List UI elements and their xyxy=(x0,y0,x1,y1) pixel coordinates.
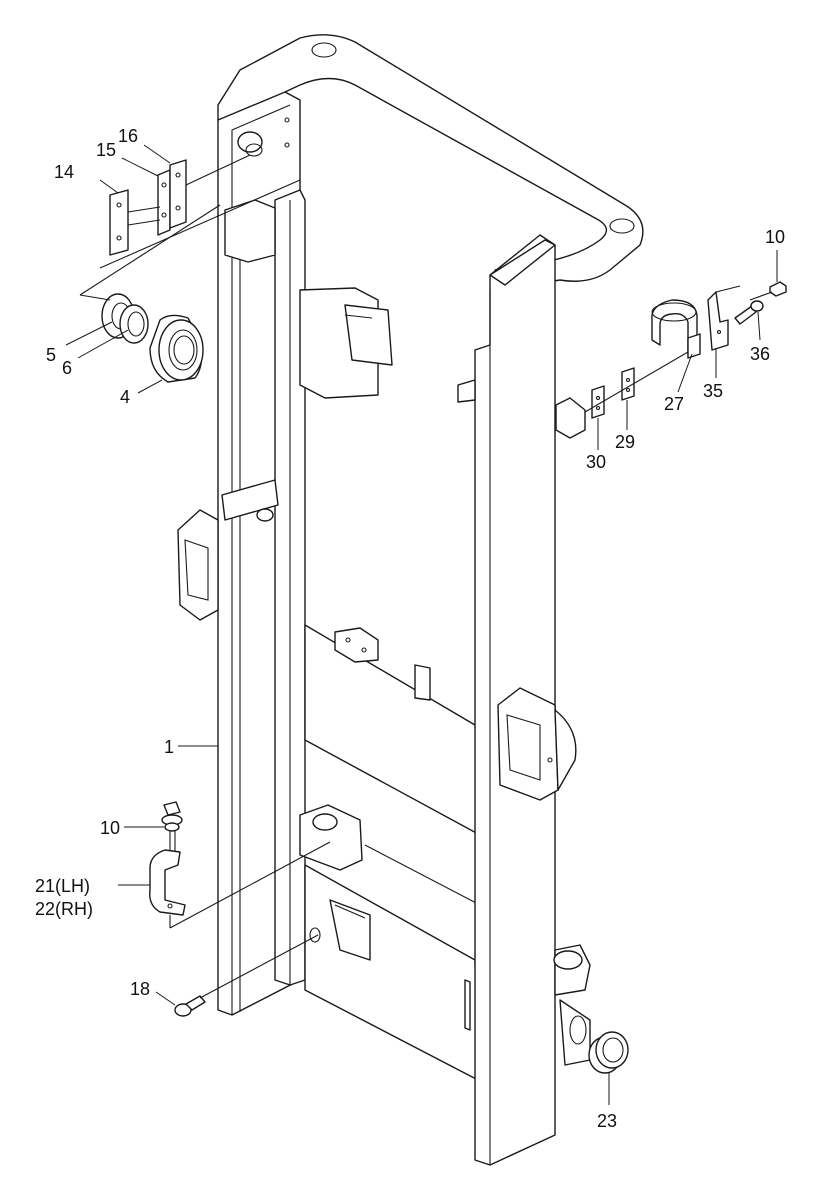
bearing-4 xyxy=(149,314,204,383)
washer-6 xyxy=(119,304,149,344)
leader-lines xyxy=(65,144,778,1105)
lower-crossmember xyxy=(304,844,481,1081)
label-4: 4 xyxy=(120,387,130,407)
left-inner-bracket xyxy=(299,287,393,399)
label-5: 5 xyxy=(46,345,56,365)
label-21: 21(LH) xyxy=(35,876,90,896)
label-10-upper: 10 xyxy=(765,227,785,247)
right-trunnion xyxy=(553,944,591,1066)
label-18: 18 xyxy=(130,979,150,999)
part-14-plate xyxy=(109,189,129,256)
label-29: 29 xyxy=(615,432,635,452)
left-rail-plate xyxy=(221,479,279,522)
label-35: 35 xyxy=(703,381,723,401)
label-15: 15 xyxy=(96,140,116,160)
lower-support-block xyxy=(299,804,363,871)
middle-crossmember xyxy=(304,624,481,836)
part-35-clip xyxy=(707,291,729,351)
label-23: 23 xyxy=(597,1111,617,1131)
part-36-bolt xyxy=(734,300,764,325)
part-21-22-bracket xyxy=(149,841,331,929)
part-30-block xyxy=(555,397,586,439)
top-crossmember xyxy=(217,34,644,291)
label-16: 16 xyxy=(118,126,138,146)
part-30-shim xyxy=(591,385,605,419)
label-27: 27 xyxy=(664,394,684,414)
label-22: 22(RH) xyxy=(35,899,93,919)
label-1: 1 xyxy=(164,737,174,757)
part-10-bolt-lower xyxy=(161,801,183,855)
part-labels: 1 4 5 6 10 10 14 15 16 18 21(LH) 22(RH) … xyxy=(35,126,785,1131)
label-30: 30 xyxy=(586,452,606,472)
left-side-box xyxy=(177,509,219,621)
label-14: 14 xyxy=(54,162,74,182)
label-6: 6 xyxy=(62,358,72,378)
label-10-lower: 10 xyxy=(100,818,120,838)
part-15-16-plate xyxy=(157,159,187,236)
right-side-box xyxy=(497,687,577,801)
part-27-clamp xyxy=(651,299,701,359)
left-upper-blocks xyxy=(224,131,276,263)
shim-lines xyxy=(79,154,301,296)
part-10-bolt-upper xyxy=(749,281,787,301)
part-18-bolt xyxy=(174,934,319,1017)
part-23-bushing xyxy=(588,1031,629,1074)
label-36: 36 xyxy=(750,344,770,364)
